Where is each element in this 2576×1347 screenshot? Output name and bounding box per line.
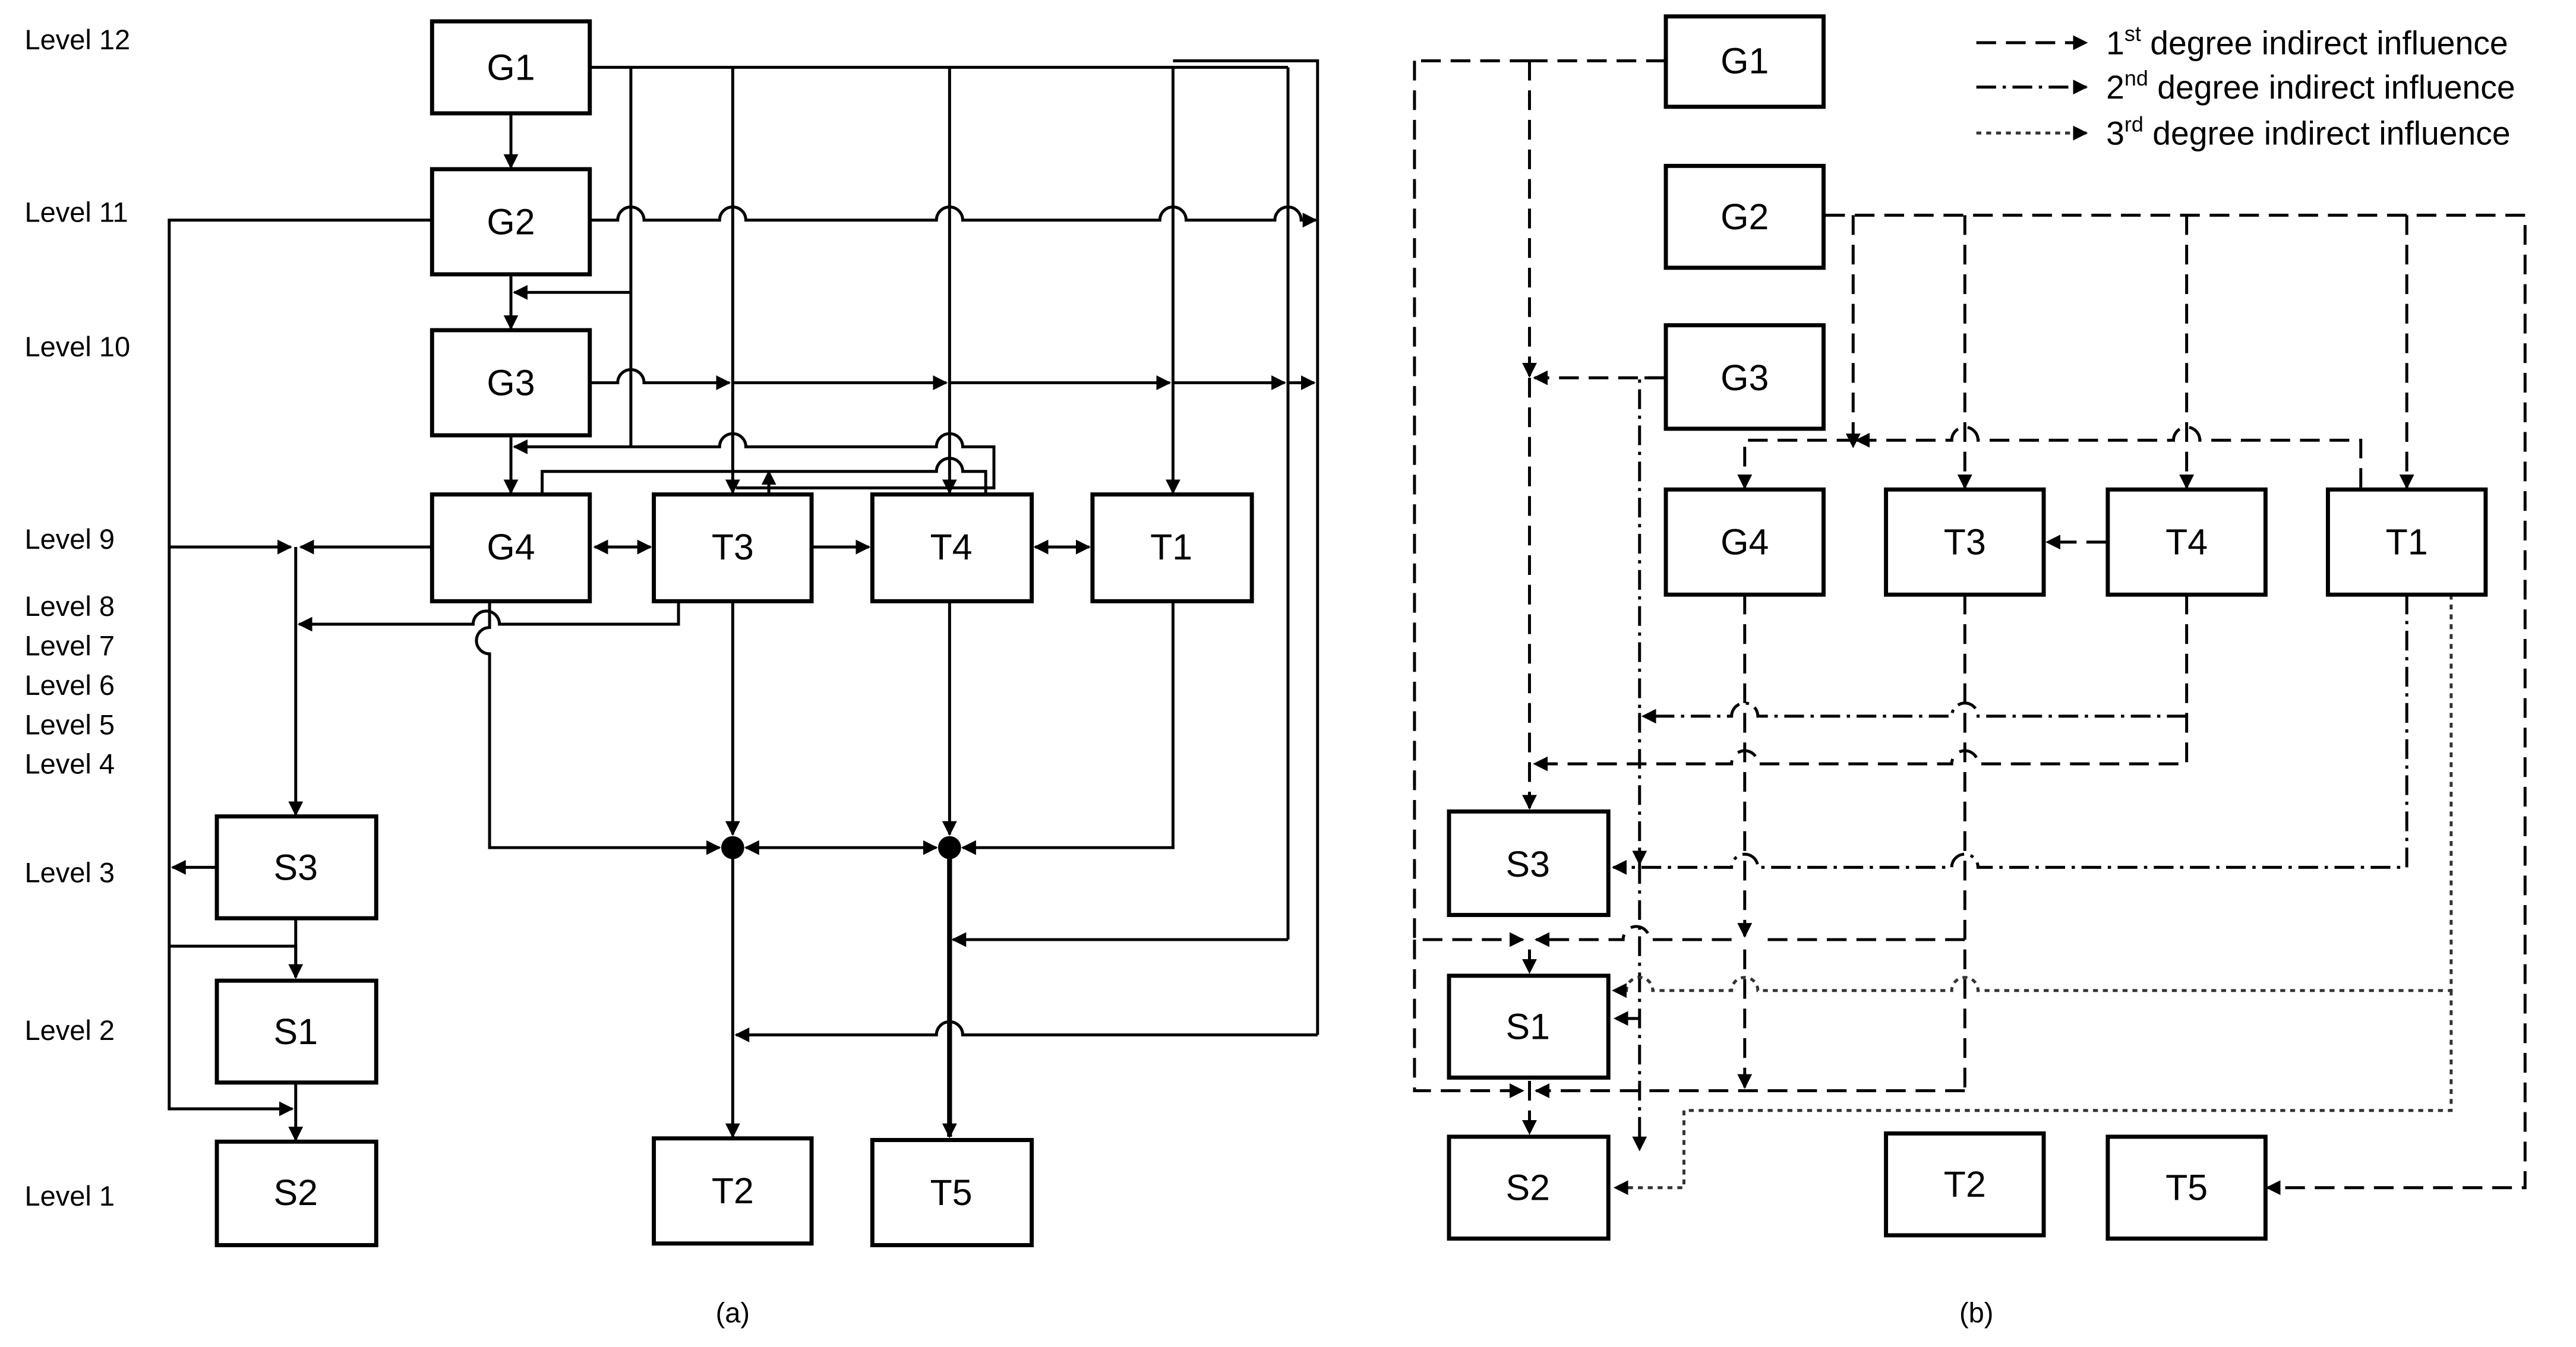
level-2-label: Level 2 — [24, 1014, 115, 1046]
right-node-g4: G4 — [1663, 487, 1826, 597]
svg-text:S1: S1 — [1506, 1007, 1550, 1047]
legend-item-1st-degree: 1st degree indirect influence — [1976, 21, 2508, 61]
level-7-label: Level 7 — [24, 630, 115, 662]
left-node-t4: T4 — [870, 492, 1034, 603]
left-node-t5: T5 — [870, 1138, 1034, 1247]
left-node-g1: G1 — [430, 19, 592, 116]
svg-text:S2: S2 — [1506, 1168, 1550, 1208]
svg-text:G4: G4 — [487, 527, 535, 567]
left-node-g2: G2 — [430, 167, 592, 277]
svg-text:T1: T1 — [2386, 522, 2428, 562]
svg-text:T1: T1 — [1150, 527, 1192, 567]
level-11-label: Level 11 — [24, 196, 128, 227]
right-node-g2: G2 — [1663, 163, 1826, 270]
svg-text:S2: S2 — [274, 1172, 318, 1213]
left-node-g4: G4 — [430, 492, 592, 603]
right-edges — [1413, 59, 2527, 1196]
right-node-t5: T5 — [2105, 1134, 2268, 1241]
right-node-t4: T4 — [2105, 487, 2268, 597]
left-edges — [168, 59, 1319, 1142]
svg-text:T3: T3 — [1944, 522, 1986, 562]
svg-text:1st degree indirect influence: 1st degree indirect influence — [2106, 21, 2508, 61]
level-3-label: Level 3 — [24, 856, 115, 888]
caption-b: (b) — [1959, 1297, 1993, 1329]
legend-item-2nd-degree: 2nd degree indirect influence — [1976, 66, 2515, 106]
svg-text:T3: T3 — [712, 527, 754, 567]
level-10-label: Level 10 — [24, 331, 130, 362]
level-1-label: Level 1 — [24, 1180, 115, 1212]
svg-text:T4: T4 — [2165, 522, 2208, 562]
level-12-label: Level 12 — [24, 24, 130, 55]
left-node-t1: T1 — [1090, 492, 1254, 603]
svg-text:S3: S3 — [1506, 844, 1550, 884]
level-9-label: Level 9 — [24, 523, 115, 555]
legend-item-3rd-degree: 3rd degree indirect influence — [1976, 112, 2511, 151]
level-4-label: Level 4 — [24, 748, 115, 780]
left-node-t3: T3 — [652, 492, 814, 603]
right-node-g3: G3 — [1663, 323, 1826, 431]
left-node-t2: T2 — [652, 1136, 814, 1246]
caption-a: (a) — [716, 1297, 750, 1329]
svg-text:G2: G2 — [487, 201, 535, 242]
right-node-s3: S3 — [1447, 809, 1611, 918]
svg-text:T4: T4 — [930, 527, 973, 567]
level-8-label: Level 8 — [24, 590, 115, 622]
svg-text:G1: G1 — [487, 47, 535, 87]
level-5-label: Level 5 — [24, 709, 115, 740]
left-node-s3: S3 — [214, 814, 378, 921]
svg-text:G4: G4 — [1721, 522, 1769, 562]
svg-text:G3: G3 — [487, 362, 535, 403]
svg-text:T5: T5 — [2165, 1168, 2208, 1208]
svg-text:G2: G2 — [1721, 197, 1769, 237]
right-node-s2: S2 — [1447, 1134, 1611, 1241]
svg-text:T2: T2 — [1944, 1164, 1986, 1204]
svg-text:3rd degree indirect influence: 3rd degree indirect influence — [2106, 112, 2511, 151]
level-labels: Level 12 Level 11 Level 10 Level 9 Level… — [24, 24, 130, 1212]
svg-text:S3: S3 — [274, 847, 318, 887]
right-node-t3: T3 — [1884, 487, 2046, 597]
level-6-label: Level 6 — [24, 669, 115, 701]
right-node-t1: T1 — [2325, 487, 2488, 597]
svg-text:T5: T5 — [930, 1172, 973, 1213]
left-node-g3: G3 — [430, 328, 592, 438]
right-node-s1: S1 — [1447, 973, 1611, 1080]
left-node-s2: S2 — [214, 1139, 378, 1247]
svg-text:S1: S1 — [274, 1011, 318, 1052]
left-node-s1: S1 — [214, 978, 378, 1085]
svg-text:G1: G1 — [1721, 40, 1769, 81]
svg-text:G3: G3 — [1721, 358, 1769, 398]
right-node-g1: G1 — [1663, 14, 1826, 109]
legend: 1st degree indirect influence 2nd degree… — [1976, 21, 2515, 151]
svg-text:2nd degree indirect influence: 2nd degree indirect influence — [2106, 66, 2515, 106]
svg-text:T2: T2 — [712, 1171, 754, 1211]
right-node-t2: T2 — [1884, 1131, 2046, 1238]
